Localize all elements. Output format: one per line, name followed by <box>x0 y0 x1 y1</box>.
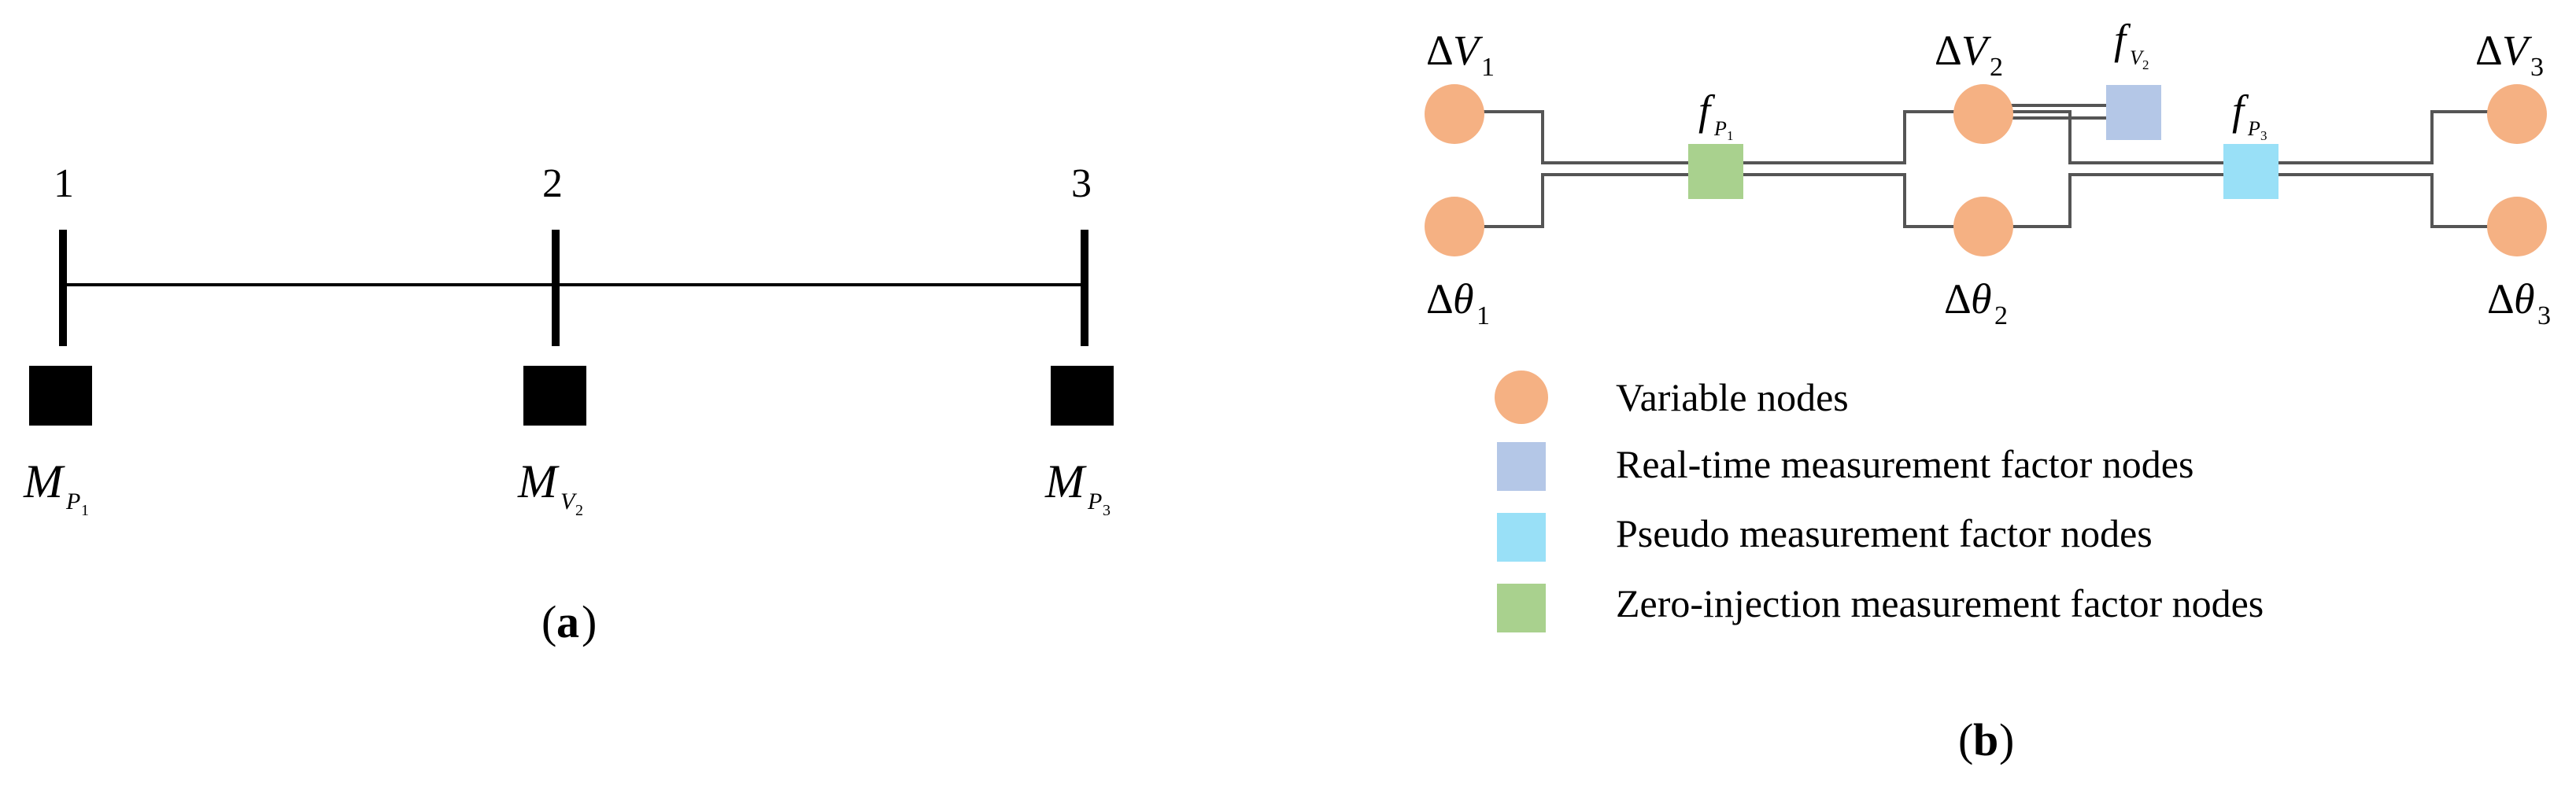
svg-text:(: ( <box>1958 714 1973 765</box>
svg-text:Δ: Δ <box>1935 27 1962 74</box>
variable-node-v2 <box>1953 84 2013 144</box>
legend-zero-injection-label: Zero-injection measurement factor nodes <box>1616 581 2264 625</box>
svg-text:a: a <box>556 596 579 647</box>
svg-text:Δ: Δ <box>1426 275 1454 323</box>
svg-text:θ: θ <box>1971 275 1992 323</box>
variable-node-v1 <box>1425 84 1484 144</box>
svg-text:V: V <box>2502 27 2533 74</box>
svg-text:P: P <box>2247 117 2260 140</box>
svg-text:2: 2 <box>1994 301 2008 330</box>
svg-text:M: M <box>1044 455 1087 507</box>
svg-text:f: f <box>2232 87 2249 134</box>
svg-text:b: b <box>1973 714 1998 765</box>
label-dv1: Δ V 1 <box>1426 27 1495 82</box>
variable-node-v3 <box>2487 84 2547 144</box>
factor-node-pseudo <box>2223 144 2278 199</box>
panel-b-caption: ( b ) <box>1958 714 2014 765</box>
svg-text:P: P <box>1087 489 1102 514</box>
svg-text:2: 2 <box>2142 57 2149 72</box>
legend-zero-injection-swatch <box>1497 584 1546 632</box>
label-f-p3: f P 3 <box>2232 87 2267 143</box>
label-f-v2: f V 2 <box>2114 16 2149 72</box>
svg-text:Δ: Δ <box>2475 27 2503 74</box>
svg-text:V: V <box>1453 27 1484 74</box>
svg-text:M: M <box>517 455 560 507</box>
factor-graph-edges <box>1480 104 2495 228</box>
svg-text:V: V <box>2130 46 2145 69</box>
variable-node-theta1 <box>1425 197 1484 256</box>
svg-text:1: 1 <box>81 502 89 519</box>
svg-text:M: M <box>23 455 65 507</box>
svg-text:θ: θ <box>2514 275 2535 323</box>
legend-realtime-label: Real-time measurement factor nodes <box>1616 442 2193 486</box>
meas-box-3 <box>1051 366 1114 426</box>
label-dv2: Δ V 2 <box>1935 27 2003 82</box>
svg-text:Δ: Δ <box>1426 27 1454 74</box>
legend-variable-label: Variable nodes <box>1616 375 1849 419</box>
svg-text:3: 3 <box>2537 301 2551 330</box>
label-f-p1: f P 1 <box>1698 87 1734 143</box>
legend-pseudo-label: Pseudo measurement factor nodes <box>1616 511 2153 555</box>
legend-pseudo-swatch <box>1497 513 1546 562</box>
svg-text:): ) <box>582 596 597 647</box>
svg-text:V: V <box>560 489 578 514</box>
svg-text:V: V <box>1961 27 1992 74</box>
bus-3-label: 3 <box>1071 161 1092 206</box>
svg-text:): ) <box>1999 714 2014 765</box>
label-dtheta3: Δ θ 3 <box>2487 275 2551 330</box>
legend-variable-swatch <box>1495 371 1548 424</box>
label-dv3: Δ V 3 <box>2475 27 2544 82</box>
panel-a-caption: ( a ) <box>541 596 597 647</box>
svg-text:f: f <box>1698 87 1716 134</box>
svg-text:Δ: Δ <box>1944 275 1972 323</box>
bus-2-label: 2 <box>542 161 563 206</box>
meas-box-2 <box>523 366 586 426</box>
legend: Variable nodes Real-time measurement fac… <box>1495 371 2264 632</box>
label-dtheta1: Δ θ 1 <box>1426 275 1490 330</box>
svg-text:θ: θ <box>1453 275 1474 323</box>
meas-box-1 <box>29 366 92 426</box>
meas-label-2: M V 2 <box>517 455 583 519</box>
svg-text:3: 3 <box>2260 128 2267 143</box>
svg-text:3: 3 <box>2530 53 2544 82</box>
variable-node-theta3 <box>2487 197 2547 256</box>
factor-node-zero-injection <box>1688 144 1743 199</box>
label-dtheta2: Δ θ 2 <box>1944 275 2008 330</box>
svg-text:1: 1 <box>1727 128 1734 143</box>
svg-text:3: 3 <box>1103 502 1111 519</box>
svg-text:2: 2 <box>575 502 583 519</box>
svg-text:f: f <box>2114 16 2131 63</box>
svg-text:Δ: Δ <box>2487 275 2515 323</box>
panel-a: 1 2 3 M P 1 M V 2 M P 3 ( a ) <box>23 161 1114 647</box>
svg-text:P: P <box>1713 117 1727 140</box>
legend-realtime-swatch <box>1497 442 1546 491</box>
svg-text:P: P <box>65 489 80 514</box>
svg-text:1: 1 <box>1476 301 1490 330</box>
bus-1-label: 1 <box>54 161 74 206</box>
svg-text:1: 1 <box>1481 53 1495 82</box>
svg-text:(: ( <box>541 596 556 647</box>
svg-text:2: 2 <box>1990 53 2003 82</box>
factor-node-realtime <box>2106 85 2161 140</box>
panel-b: Δ V 1 Δ θ 1 Δ V 2 Δ θ 2 Δ V 3 Δ θ 3 <box>1425 16 2551 765</box>
meas-label-3: M P 3 <box>1044 455 1111 519</box>
variable-node-theta2 <box>1953 197 2013 256</box>
meas-label-1: M P 1 <box>23 455 89 519</box>
